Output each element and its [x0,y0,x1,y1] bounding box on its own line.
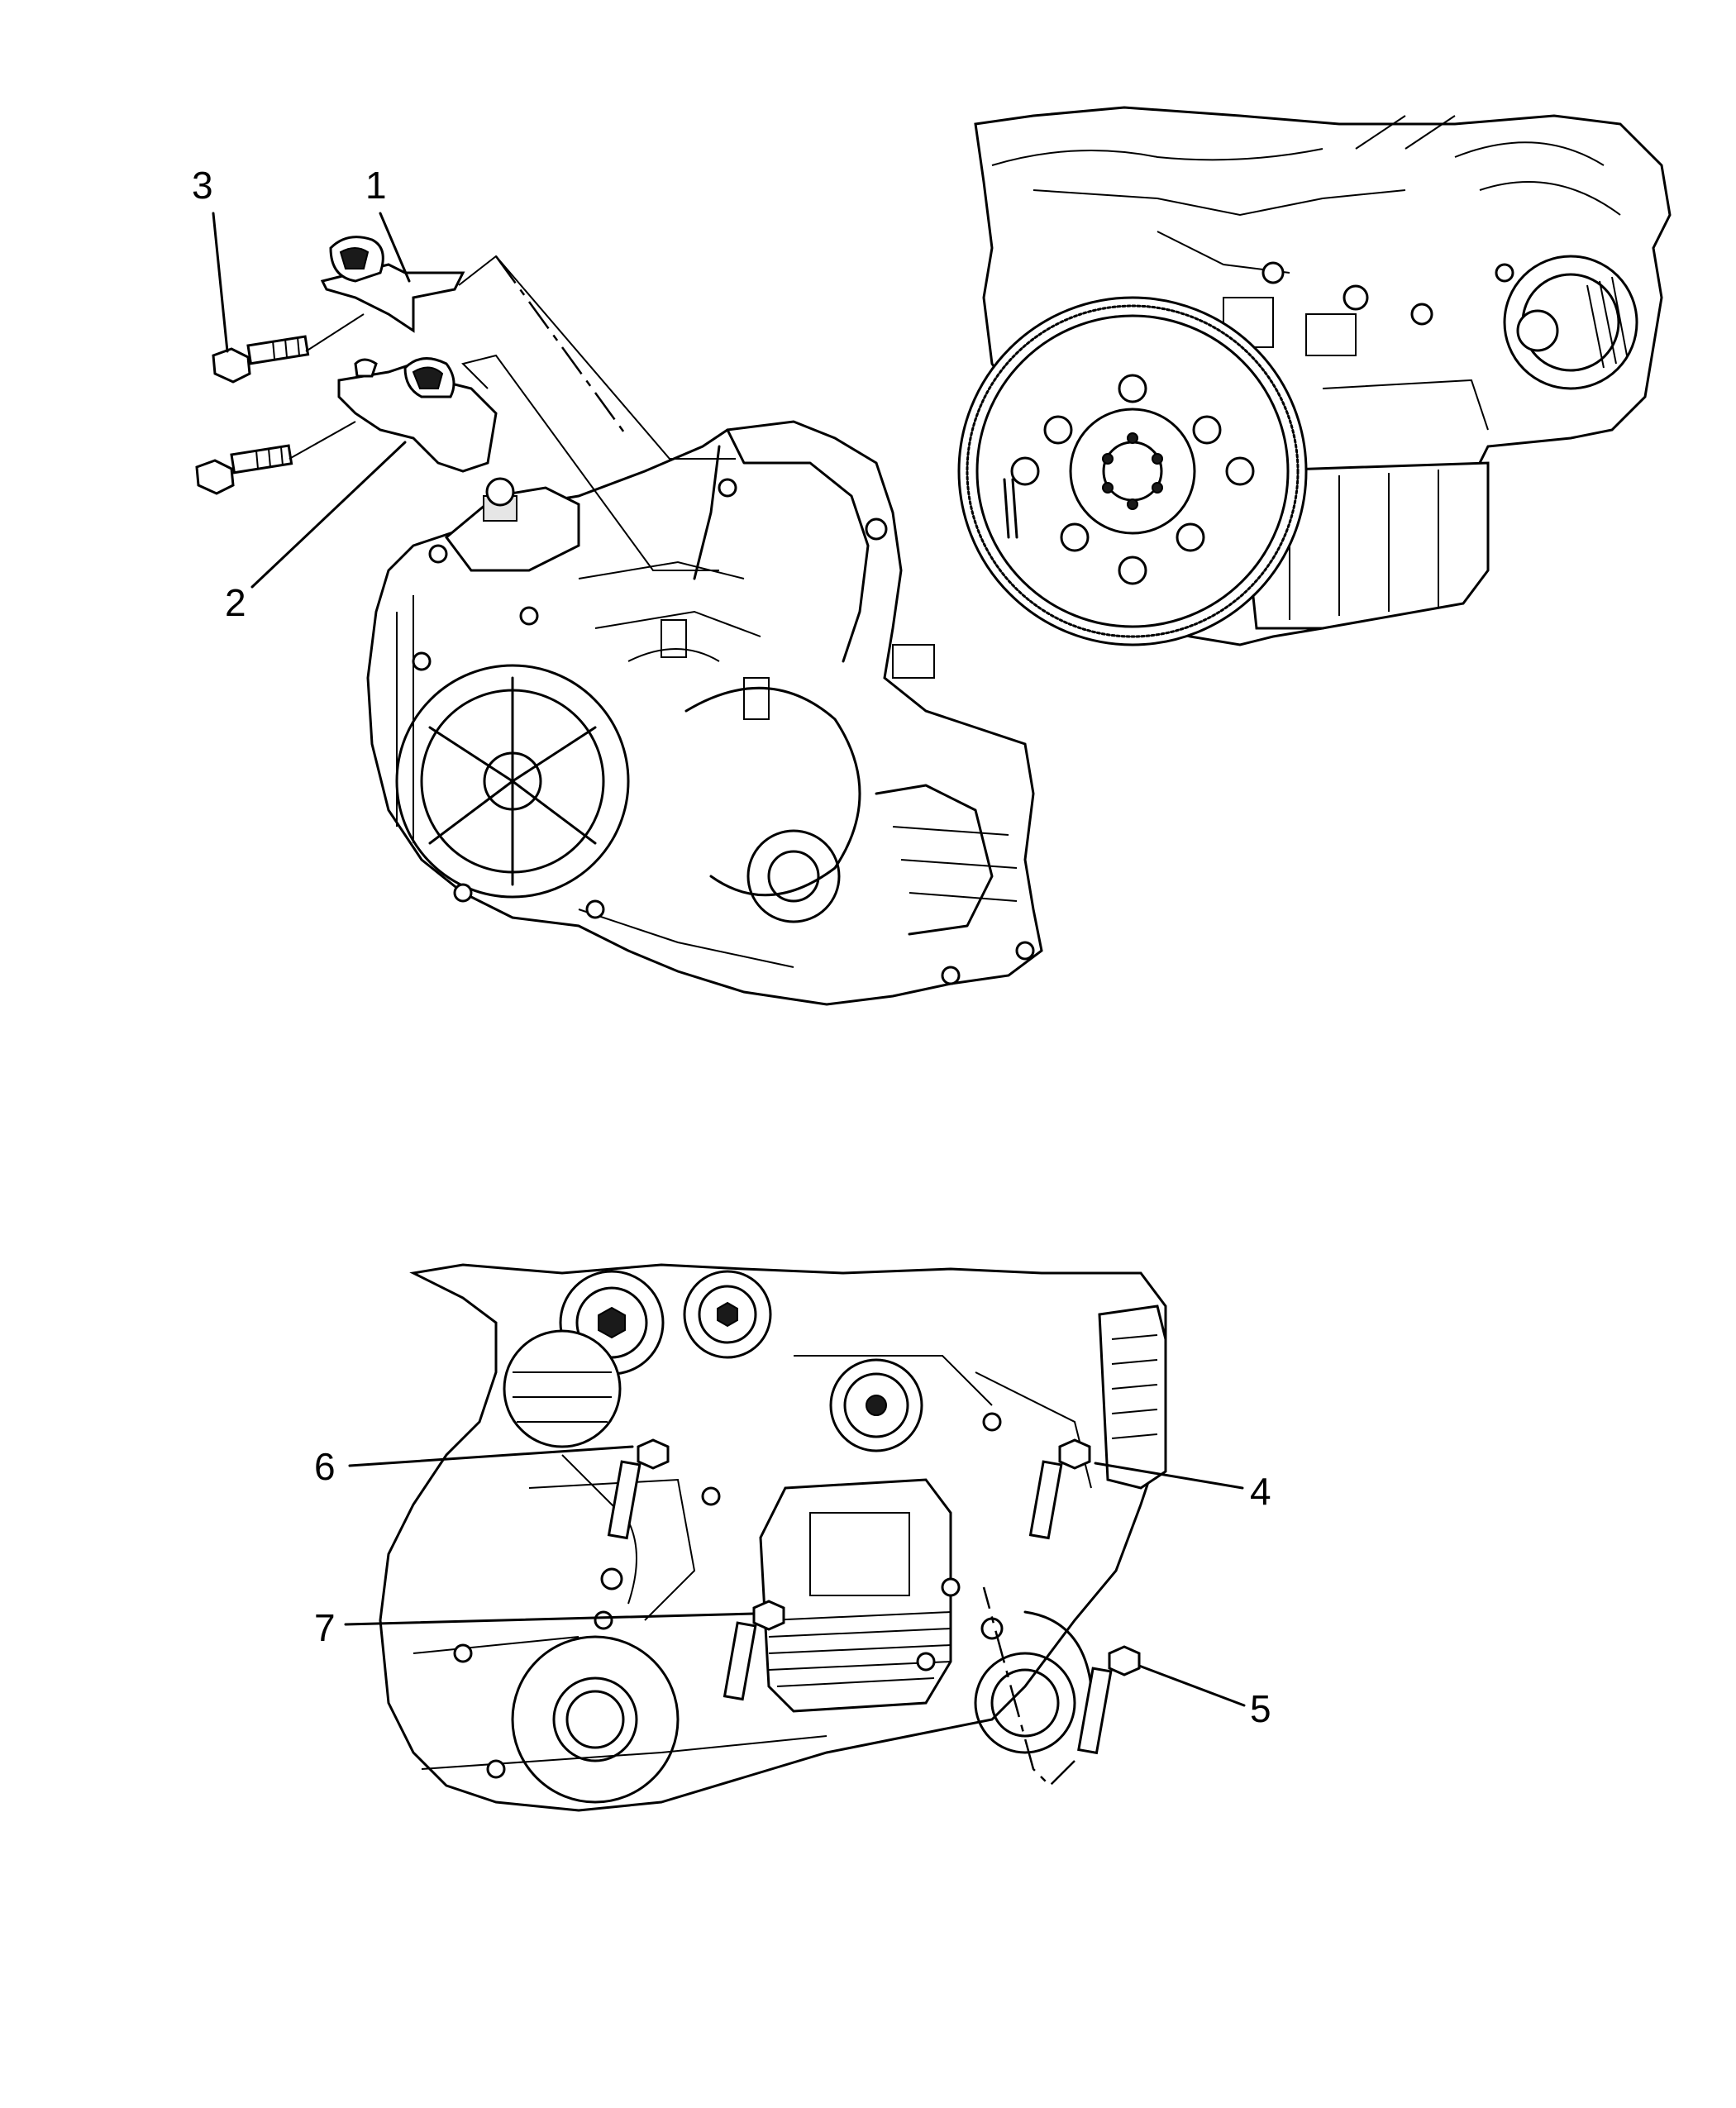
callout-3: 3 [192,164,213,207]
bolt-6-icon [607,1438,670,1540]
callout-6: 6 [314,1445,336,1488]
assembly-lines [289,255,736,571]
callout-2: 2 [225,581,246,624]
transmission-assembly-icon [366,420,1043,1006]
callout-7: 7 [314,1606,336,1649]
assembly-line-5 [982,1586,1075,1787]
mount-bracket-2-icon [337,357,498,473]
bolt-7-icon [723,1600,785,1701]
callout-5: 5 [1250,1687,1271,1730]
callout-leaders [212,212,1246,1707]
bolt-4-icon [1028,1438,1091,1540]
callout-1: 1 [365,164,387,207]
bolt-5-icon [1077,1645,1141,1755]
callout-4: 4 [1250,1470,1271,1513]
flywheel-icon [957,296,1308,646]
engine-transmission-assembly-icon [379,1263,1167,1812]
bolt-3-icon [212,335,310,384]
mount-bracket-1-icon [320,236,465,333]
alternator-icon [1503,255,1638,390]
bolt-icon [195,444,293,495]
